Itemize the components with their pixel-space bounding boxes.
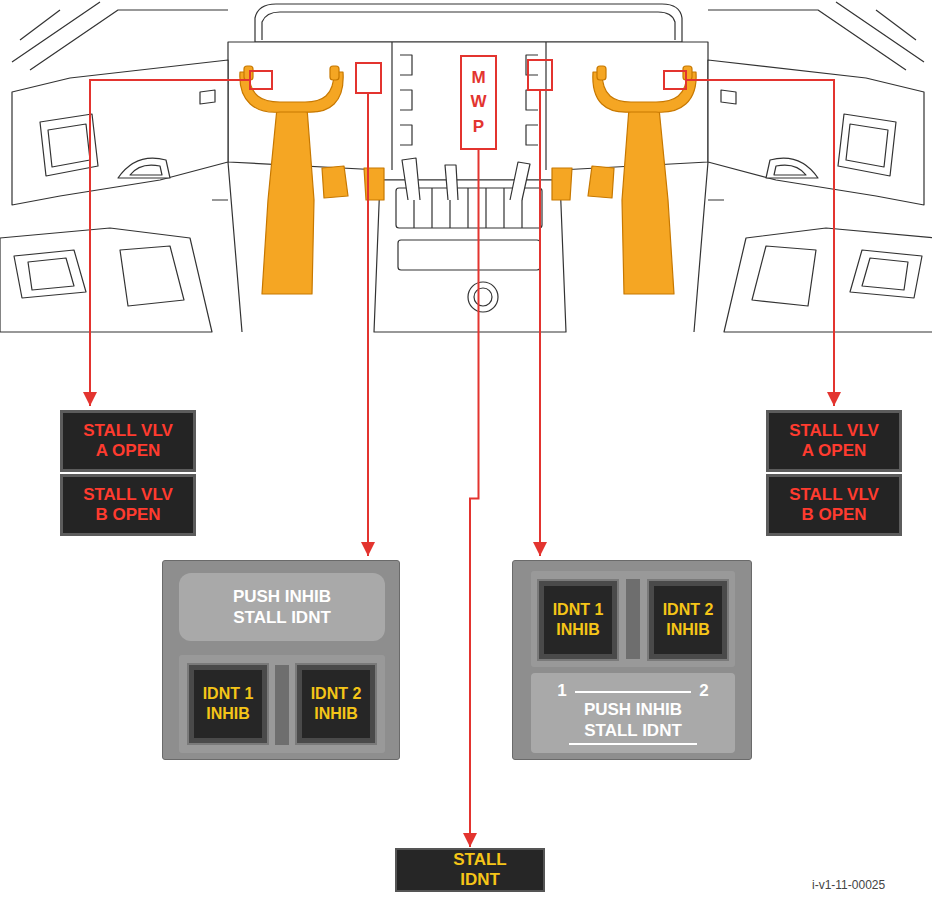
light-legend: IDNT 2 INHIB: [657, 600, 719, 640]
panel-plate: [575, 691, 691, 693]
figure-reference: i-v1-11-00025: [812, 878, 885, 892]
light-legend: STALL VLV A OPEN: [783, 421, 885, 462]
light-legend: STALL IDNT: [447, 850, 513, 889]
warning-light: STALL VLV A OPEN: [766, 410, 902, 472]
panel-legend: 2: [693, 680, 715, 702]
light-legend: IDNT 1 INHIB: [197, 684, 259, 724]
light-legend: M W P: [470, 66, 487, 140]
inhibit-button: IDNT 1 INHIB: [539, 581, 617, 659]
warning-light: STALL VLV B OPEN: [766, 474, 902, 536]
light-legend: IDNT 1 INHIB: [547, 600, 609, 640]
panel-plate: [569, 743, 697, 745]
stall-light: STALL IDNT: [395, 848, 545, 892]
panel-legend: 1: [551, 680, 573, 702]
light-legend: STALL VLV A OPEN: [77, 421, 179, 462]
panel-plate: [275, 665, 289, 745]
warning-light: STALL VLV A OPEN: [60, 410, 196, 472]
light-legend: IDNT 2 INHIB: [305, 684, 367, 724]
inhibit-button: IDNT 2 INHIB: [297, 665, 375, 743]
inhibit-button: IDNT 1 INHIB: [189, 665, 267, 743]
inhibit-panel: 1 2PUSH INHIB STALL IDNT IDNT 1 INHIB IDNT …: [512, 560, 752, 760]
inhibit-button: IDNT 2 INHIB: [649, 581, 727, 659]
light-legend: STALL VLV B OPEN: [783, 485, 885, 526]
panel-legend: PUSH INHIB STALL IDNT: [218, 575, 346, 639]
panel-legend: PUSH INHIB STALL IDNT: [569, 699, 697, 741]
inhibit-panel: PUSH INHIB STALL IDNT IDNT 1 INHIB IDNT 2 …: [162, 560, 400, 760]
light-legend: STALL VLV B OPEN: [77, 485, 179, 526]
callout-box: M W P: [460, 55, 497, 150]
warning-light: STALL VLV B OPEN: [60, 474, 196, 536]
panel-plate: [626, 579, 640, 659]
leader-arrow: [470, 150, 479, 847]
panel-plate: [179, 573, 385, 641]
cockpit-line-art: [0, 2, 932, 332]
